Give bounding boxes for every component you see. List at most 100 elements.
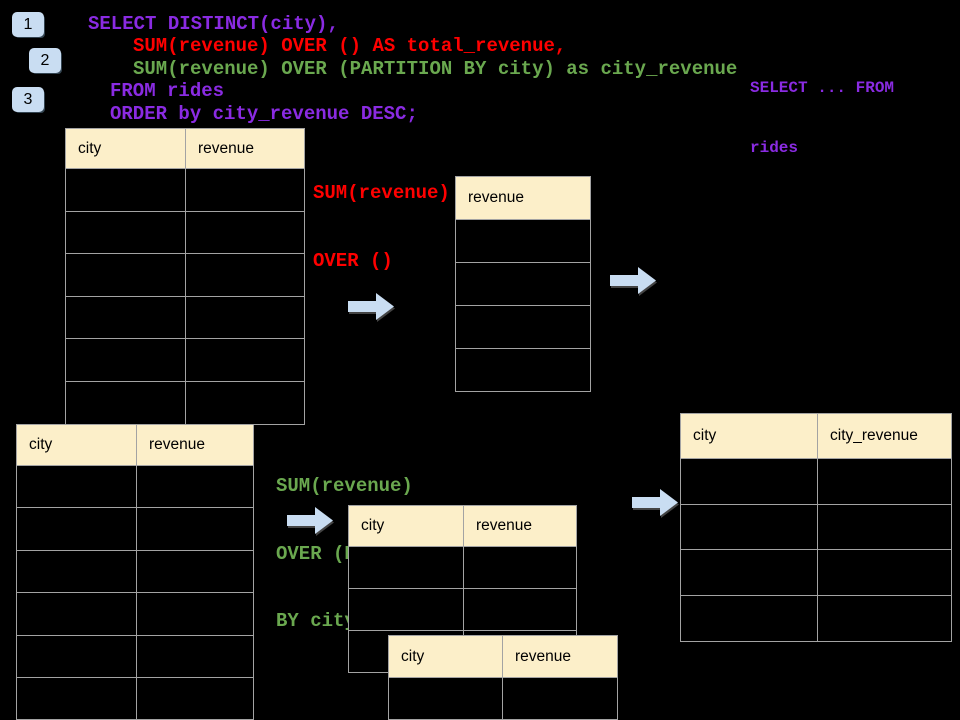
table-partition-step-overlap: city revenue xyxy=(388,635,618,720)
table-cell-empty xyxy=(818,459,951,504)
table-row-empty xyxy=(349,546,576,588)
table-row-empty xyxy=(456,305,590,348)
table-row-empty xyxy=(456,262,590,305)
arrow-total-to-query-icon xyxy=(610,267,656,299)
table-cell-empty xyxy=(137,636,253,677)
column-header-revenue: revenue xyxy=(149,436,206,453)
table-cell-empty xyxy=(17,677,137,720)
table-cell-empty xyxy=(66,254,186,296)
table-cell-empty xyxy=(464,589,576,630)
column-header-revenue: revenue xyxy=(476,517,533,534)
sql-line-total: SUM(revenue) OVER () AS total_revenue, xyxy=(133,35,567,57)
table-cell-empty xyxy=(389,678,503,719)
table-cell-empty xyxy=(681,550,818,596)
arrow-source-to-total-icon xyxy=(348,293,394,325)
table-cell-empty xyxy=(186,339,304,381)
table-cell-empty xyxy=(464,547,576,588)
column-header-city: city xyxy=(681,414,818,458)
table-cell-empty xyxy=(17,508,137,550)
from-rides-note: SELECT ... FROM rides xyxy=(750,38,894,198)
table-cell-empty xyxy=(681,596,818,641)
step-badge-3: 3 xyxy=(12,87,44,112)
table-source-bottom: city revenue xyxy=(16,424,254,720)
from-note-line2: rides xyxy=(750,139,799,157)
table-row-empty xyxy=(17,549,253,593)
table-row-empty xyxy=(389,677,617,719)
table-cell-empty xyxy=(456,220,590,262)
table-row-empty xyxy=(349,588,576,630)
table-row-empty xyxy=(17,592,253,635)
table-header-row: city city_revenue xyxy=(681,414,951,458)
table-source-top: city revenue xyxy=(65,128,305,425)
table-cell-empty xyxy=(66,169,186,211)
sql-line-partition: SUM(revenue) OVER (PARTITION BY city) as… xyxy=(133,58,738,80)
table-row-empty xyxy=(66,338,304,381)
table-total-revenue-result: revenue xyxy=(455,176,591,392)
table-cell-empty xyxy=(17,593,137,635)
column-header-city: city xyxy=(17,425,137,465)
table-header-row: city revenue xyxy=(349,506,576,546)
table-row-empty xyxy=(66,253,304,296)
from-note-line1: SELECT ... FROM xyxy=(750,79,895,97)
table-row-empty xyxy=(66,295,304,339)
table-header-row: city revenue xyxy=(17,425,253,465)
table-cell-empty xyxy=(137,551,253,592)
table-cell-empty xyxy=(66,296,186,339)
arrow-partition-to-result-icon xyxy=(632,489,678,521)
table-row-empty xyxy=(17,507,253,550)
table-city-revenue-result: city city_revenue xyxy=(680,413,952,642)
table-row-empty xyxy=(17,634,253,677)
table-cell-empty xyxy=(137,508,253,549)
column-header-revenue: revenue xyxy=(468,189,525,206)
table-row-empty xyxy=(456,219,590,262)
column-header-city: city xyxy=(389,636,503,677)
step-badge-1: 1 xyxy=(12,12,44,37)
total-revenue-annotation: SUM(revenue) OVER () xyxy=(313,182,450,272)
table-cell-empty xyxy=(349,547,464,588)
sql-line-order: ORDER by city_revenue DESC; xyxy=(110,103,418,125)
table-cell-empty xyxy=(456,263,590,305)
table-row-empty xyxy=(681,549,951,596)
column-header-city: city xyxy=(349,506,464,546)
table-cell-empty xyxy=(349,589,464,630)
table-row-empty xyxy=(681,503,951,550)
arrow-source-to-partition-icon xyxy=(287,507,333,539)
table-cell-empty xyxy=(17,550,137,593)
table-cell-empty xyxy=(137,466,253,507)
table-row-empty xyxy=(66,210,304,254)
table-row-empty xyxy=(681,458,951,504)
column-header-revenue: revenue xyxy=(198,139,255,157)
table-cell-empty xyxy=(456,306,590,348)
table-cell-empty xyxy=(66,211,186,254)
table-cell-empty xyxy=(186,297,304,339)
table-cell-empty xyxy=(186,382,304,424)
table-row-empty xyxy=(681,595,951,641)
table-row-empty xyxy=(66,380,304,424)
column-header-city_revenue: city_revenue xyxy=(830,427,918,444)
table-row-empty xyxy=(66,168,304,211)
table-cell-empty xyxy=(66,339,186,381)
table-cell-empty xyxy=(818,505,951,550)
table-cell-empty xyxy=(456,349,590,391)
table-cell-empty xyxy=(681,504,818,550)
table-cell-empty xyxy=(137,593,253,634)
table-cell-empty xyxy=(17,466,137,508)
sql-line-select: SELECT DISTINCT(city), xyxy=(88,13,339,35)
table-cell-empty xyxy=(66,381,186,424)
table-cell-empty xyxy=(681,459,818,504)
table-cell-empty xyxy=(17,635,137,677)
table-row-empty xyxy=(456,348,590,391)
table-cell-empty xyxy=(818,550,951,595)
table-header-row: revenue xyxy=(456,177,590,219)
sql-line-from: FROM rides xyxy=(110,80,225,102)
column-header-city: city xyxy=(66,129,186,168)
table-header-row: city revenue xyxy=(66,129,304,168)
table-header-row: city revenue xyxy=(389,636,617,677)
table-cell-empty xyxy=(818,596,951,641)
column-header-revenue: revenue xyxy=(515,647,572,665)
step-badge-2: 2 xyxy=(29,48,61,73)
table-row-empty xyxy=(17,676,253,720)
table-cell-empty xyxy=(186,212,304,254)
table-cell-empty xyxy=(503,678,617,719)
